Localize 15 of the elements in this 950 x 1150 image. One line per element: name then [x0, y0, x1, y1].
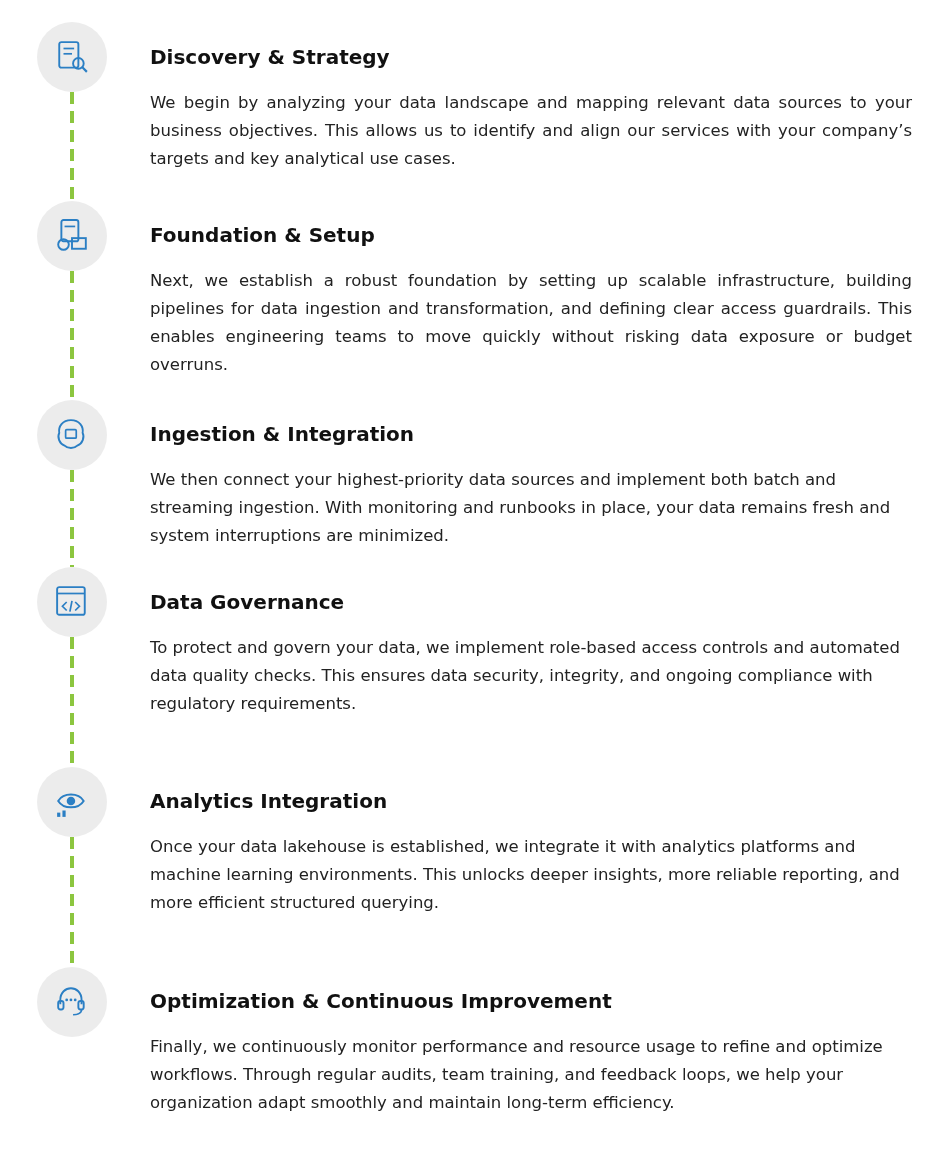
step-heading: Ingestion & Integration — [150, 421, 416, 447]
step-description: Once your data lakehouse is established, we integrate it with analytics platforms and machine learning environments. This unlocks deeper insights, more reliable reporting, and more efficient structured querying. — [150, 836, 901, 914]
step-description: We begin by analyzing your data landscape and mapping relevant data sources to your business objectives. This allows us to identify and align our services with your company’s targets and key analytical use cases. — [150, 92, 912, 170]
step-description: Finally, we continuously monitor performance and resource usage to refine and optimize workflows. Through regular audits, team training, and feedback loops, we help your organization adapt smoothly and maintain long-term efficiency. — [150, 1036, 884, 1114]
step-description: To protect and govern your data, we implement role-based access controls and automated data quality checks. This ensures data security, integrity, and ongoing compliance with regulatory requirements. — [150, 637, 901, 715]
dashed-connector — [70, 92, 74, 201]
step-description: We then connect your highest-priority data sources and implement both batch and streaming ingestion. With monitoring and runbooks in place, your data remains fresh and system interruptions are minimized. — [150, 469, 892, 547]
step-heading: Discovery & Strategy — [150, 44, 391, 70]
step-heading: Analytics Integration — [150, 788, 389, 814]
step-heading: Foundation & Setup — [150, 222, 376, 248]
dashed-connector — [70, 470, 74, 567]
step-description: Next, we establish a robust foundation by setting up scalable infrastructure, building pipelines for data ingestion and transformation, and defining clear access guardrails. This enables engineering teams to move quickly without risking data exposure or budget overruns. — [150, 270, 912, 376]
dashed-connector — [70, 271, 74, 400]
step-heading: Optimization & Continuous Improvement — [150, 988, 613, 1014]
step-heading: Data Governance — [150, 589, 346, 615]
